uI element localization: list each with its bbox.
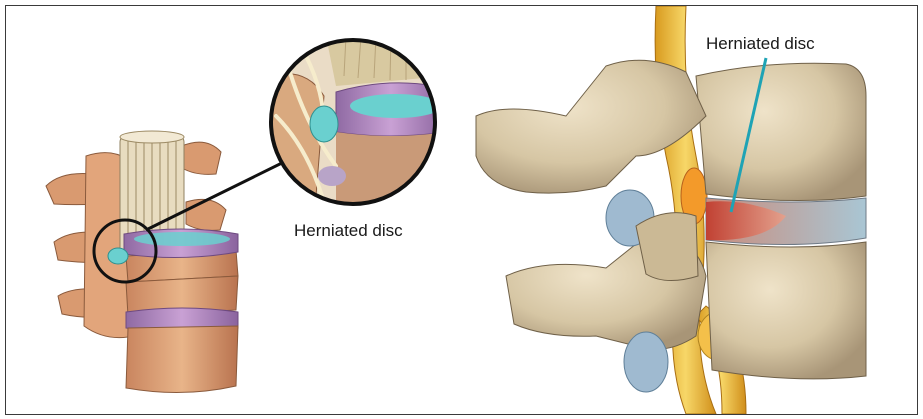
left-spine-illustration: [46, 131, 238, 393]
right-herniated-disc-label: Herniated disc: [706, 34, 815, 54]
left-herniated-disc-label: Herniated disc: [294, 221, 403, 241]
right-spine-illustration: [476, 6, 866, 414]
magnified-inset: [266, 36, 446, 216]
illustration-canvas: [6, 6, 917, 414]
figure-frame: Herniated disc Herniated disc: [5, 5, 918, 415]
